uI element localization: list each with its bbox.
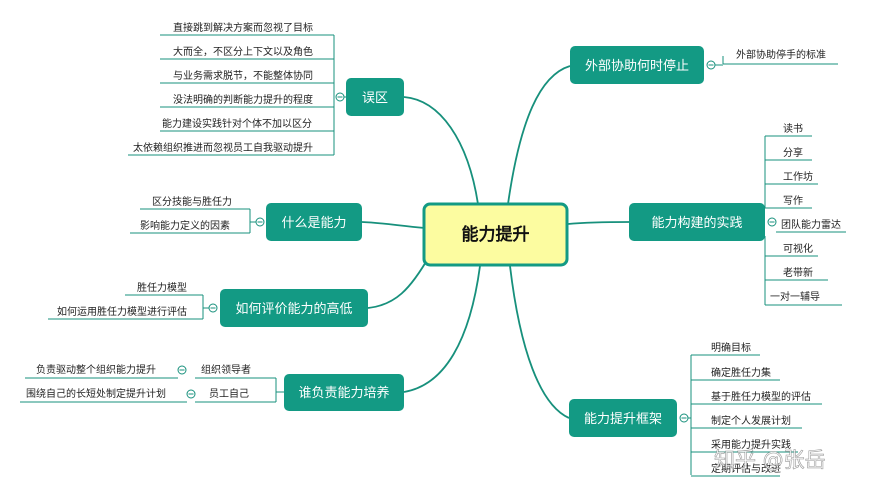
- connector-pingjia: [367, 254, 431, 309]
- goujian-item: 一对一辅导: [770, 290, 820, 303]
- goujian-item: 可视化: [783, 242, 813, 255]
- goujian-item: 老带新: [783, 266, 813, 279]
- branch-pingjia-label: 如何评价能力的高低: [235, 301, 352, 317]
- connector-wuqu: [403, 96, 479, 205]
- waibu-item: 外部协助停手的标准: [736, 48, 826, 61]
- wuqu-item: 与业务需求脱节，不能整体协同: [173, 69, 313, 82]
- branch-shei-label: 谁负责能力培养: [298, 385, 389, 401]
- kuangjia-item: 定期评估与改进: [711, 462, 781, 475]
- center-node[interactable]: 能力提升: [422, 202, 569, 267]
- goujian-item: 读书: [783, 122, 803, 135]
- goujian-item: 团队能力雷达: [781, 218, 841, 231]
- shenme-item: 区分技能与胜任力: [152, 195, 232, 208]
- wuqu-item: 没法明确的判断能力提升的程度: [173, 93, 313, 106]
- connector-shei: [403, 265, 481, 393]
- pingjia-item: 胜任力模型: [137, 281, 187, 294]
- kuangjia-item: 确定胜任力集: [711, 366, 771, 379]
- wuqu-item: 大而全，不区分上下文以及角色: [173, 45, 313, 58]
- branch-wuqu-label: 误区: [362, 91, 388, 106]
- connector-waibu: [507, 65, 571, 205]
- kuangjia-item: 采用能力提升实践: [711, 438, 791, 451]
- branch-kuangjia-label: 能力提升框架: [584, 411, 662, 427]
- connector-kuangjia: [509, 265, 570, 419]
- shei-sub-label: 组织领导者: [201, 363, 251, 376]
- pingjia-item: 如何运用胜任力模型进行评估: [57, 305, 187, 318]
- branch-waibu-label: 外部协助何时停止: [585, 58, 689, 74]
- kuangjia-item: 明确目标: [711, 341, 751, 354]
- goujian-item: 工作坊: [783, 170, 813, 183]
- wuqu-leaves: 直接跳到解决方案而忽视了目标 大而全，不区分上下文以及角色 与业务需求脱节，不能…: [128, 21, 346, 156]
- branch-goujian-label: 能力构建的实践: [651, 215, 742, 231]
- shei-item: 负责驱动整个组织能力提升: [36, 363, 156, 376]
- shei-leaves: 组织领导者 员工自己 负责驱动整个组织能力提升 围绕自己的长短处制定提升计划: [20, 363, 284, 403]
- branch-kuangjia[interactable]: 能力提升框架: [569, 399, 677, 437]
- shei-sub-label: 员工自己: [209, 387, 249, 400]
- connector-shenme: [361, 221, 426, 229]
- wuqu-item: 太依赖组织推进而忽视员工自我驱动提升: [133, 141, 313, 154]
- shei-item: 围绕自己的长短处制定提升计划: [26, 387, 166, 400]
- branch-wuqu[interactable]: 误区: [346, 78, 404, 116]
- kuangjia-item: 基于胜任力模型的评估: [711, 390, 811, 403]
- branch-goujian[interactable]: 能力构建的实践: [629, 203, 765, 241]
- branch-pingjia[interactable]: 如何评价能力的高低: [220, 289, 368, 327]
- kuangjia-leaves: 明确目标 确定胜任力集 基于胜任力模型的评估 制定个人发展计划 采用能力提升实践…: [679, 341, 822, 477]
- goujian-item: 分享: [783, 146, 803, 159]
- wuqu-item: 直接跳到解决方案而忽视了目标: [173, 21, 313, 34]
- connector-goujian: [567, 221, 630, 225]
- branch-shei[interactable]: 谁负责能力培养: [284, 374, 404, 411]
- branch-waibu[interactable]: 外部协助何时停止: [570, 46, 704, 84]
- main-connectors: [361, 65, 630, 419]
- goujian-item: 写作: [783, 195, 803, 207]
- watermark: 知乎 @张岳: [714, 448, 826, 472]
- branch-shenme-label: 什么是能力: [281, 216, 346, 231]
- pingjia-leaves: 胜任力模型 如何运用胜任力模型进行评估: [48, 281, 218, 320]
- waibu-leaves: 外部协助停手的标准: [706, 48, 838, 70]
- shenme-item: 影响能力定义的因素: [140, 219, 230, 232]
- center-label: 能力提升: [462, 224, 530, 245]
- kuangjia-item: 制定个人发展计划: [711, 414, 791, 427]
- wuqu-item: 能力建设实践针对个体不加以区分: [162, 117, 312, 130]
- branch-shenme[interactable]: 什么是能力: [266, 203, 362, 241]
- goujian-leaves: 读书 分享 工作坊 写作 团队能力雷达 可视化 老带新 一对一辅导: [764, 122, 846, 306]
- shenme-leaves: 区分技能与胜任力 影响能力定义的因素: [130, 195, 265, 234]
